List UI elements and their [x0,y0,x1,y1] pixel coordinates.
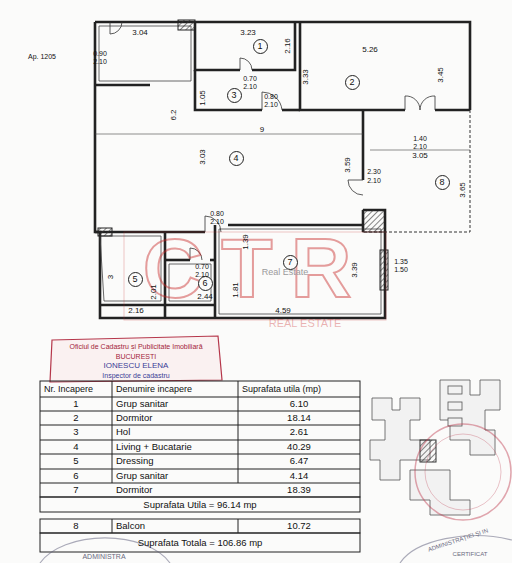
dimension: 3.03 [199,149,207,165]
door-dimension: 2.10 [367,177,381,184]
dimension: 3.05 [412,152,428,160]
table-cell: 7 [73,485,78,495]
table-cell: 18.14 [287,413,311,423]
room-number: 7 [287,258,292,267]
stamp-fragment: ADMINISTRA [82,553,125,560]
door-dimension: 1.40 [413,135,427,142]
dimension: 2.01 [150,284,158,300]
table-cell: 4.14 [290,471,309,481]
apartment-label: Ap. 1205 [28,53,56,60]
table-cell: 6.47 [290,456,309,466]
table-cell: 1 [73,399,78,409]
table-total: Suprafata Utila = 96.14 mp [143,500,256,510]
table-cell: 5 [73,456,78,466]
table-cell: 2 [73,413,78,423]
table-cell: Hol [116,427,130,437]
watermark-logo: CTR [143,226,370,310]
room-number-circle: 5 [128,272,143,287]
door-dimension: 0.90 [93,50,107,57]
table-cell: Living + Bucatarie [116,442,192,452]
table-header: Suprafata utila (mp) [242,385,321,394]
dimension: 3.65 [459,182,467,198]
table-cell: Dormitor [116,485,152,495]
door-dimension: 2.10 [210,218,224,225]
table-cell: 4 [73,442,78,452]
door-dimension: 2.10 [413,143,427,150]
stamp-text: Inspector de cadastru [102,372,169,379]
room-number-circle: 3 [227,88,242,103]
door-dimension: 2.10 [243,83,257,90]
stamp-fragment: ADMINISTRAȚIEI ȘI IN [427,527,489,552]
door-dimension: 0.80 [264,93,278,100]
table-cell: 6.10 [290,399,309,409]
room-number-circle: 4 [229,151,244,166]
table-cell: Balcon [116,521,145,531]
stamp-text: Oficiul de Cadastru și Publicitate Imobi… [69,343,202,350]
dimension: 9 [260,126,264,134]
door-dimension: 0.80 [210,210,224,217]
room-number: 6 [202,279,207,288]
dimension: 2.16 [284,38,292,54]
dimension: 1.39 [242,234,250,250]
table-cell: 10.72 [287,521,311,531]
table-header: Nr. Incapere [44,385,93,394]
room-number: 8 [439,178,444,187]
dimension: 3.59 [344,157,352,173]
window-dimension: 1.35 [394,258,408,265]
table-cell: Grup sanitar [116,471,168,481]
dimension: 3.04 [132,29,148,37]
stamp-text: BUCUREȘTI [116,353,156,360]
table-cell: 40.29 [287,442,311,452]
watermark-text: REAL ESTATE [269,318,342,329]
table-header: Denumire incapere [116,385,192,394]
dimension: 3.39 [351,262,359,278]
dimension: 2.16 [128,307,144,315]
table-cell: 2.61 [290,427,309,437]
door-dimension: 2.10 [195,271,209,278]
stamp-text: IONESCU ELENA [104,362,169,370]
door-dimension: 2.10 [93,58,107,65]
dimension: 4.59 [275,307,291,315]
dimension: 3.33 [302,69,310,85]
door-dimension: 0.70 [243,75,257,82]
window-dimension: 1.50 [394,266,408,273]
table-cell: 18.39 [287,485,311,495]
dimension: 5.26 [362,46,378,54]
room-number-circle: 2 [345,75,360,90]
room-number: 4 [233,154,238,163]
dimension: 3 [107,275,115,279]
room-number: 1 [257,42,262,51]
stamp-fragment: CERTIFICAT [453,551,488,557]
room-number-circle: 1 [253,39,268,54]
table-cell: 8 [73,521,78,531]
dimension: 3.23 [240,29,256,37]
table-total: Suprafata Totala = 106.86 mp [138,538,263,548]
dimension: 2.44 [197,293,213,301]
watermark-text: Real Estate [262,268,309,277]
door-dimension: 2.10 [264,101,278,108]
room-number-circle: 6 [198,276,213,291]
room-number: 2 [349,78,354,87]
table-cell: Grup sanitar [116,399,168,409]
door-dimension: 0.70 [195,263,209,270]
dimension: 1.05 [199,90,207,106]
dimension: 6.2 [170,109,178,120]
dimension: 3.45 [437,67,445,83]
room-number: 5 [132,275,137,284]
table-cell: Dormitor [116,413,152,423]
room-number: 3 [231,91,236,100]
door-dimension: 2.30 [367,168,381,175]
table-cell: 6 [73,471,78,481]
table-cell: Dressing [116,456,154,466]
room-number-circle: 8 [435,175,450,190]
table-cell: 3 [73,427,78,437]
dimension: 1.81 [232,282,240,298]
